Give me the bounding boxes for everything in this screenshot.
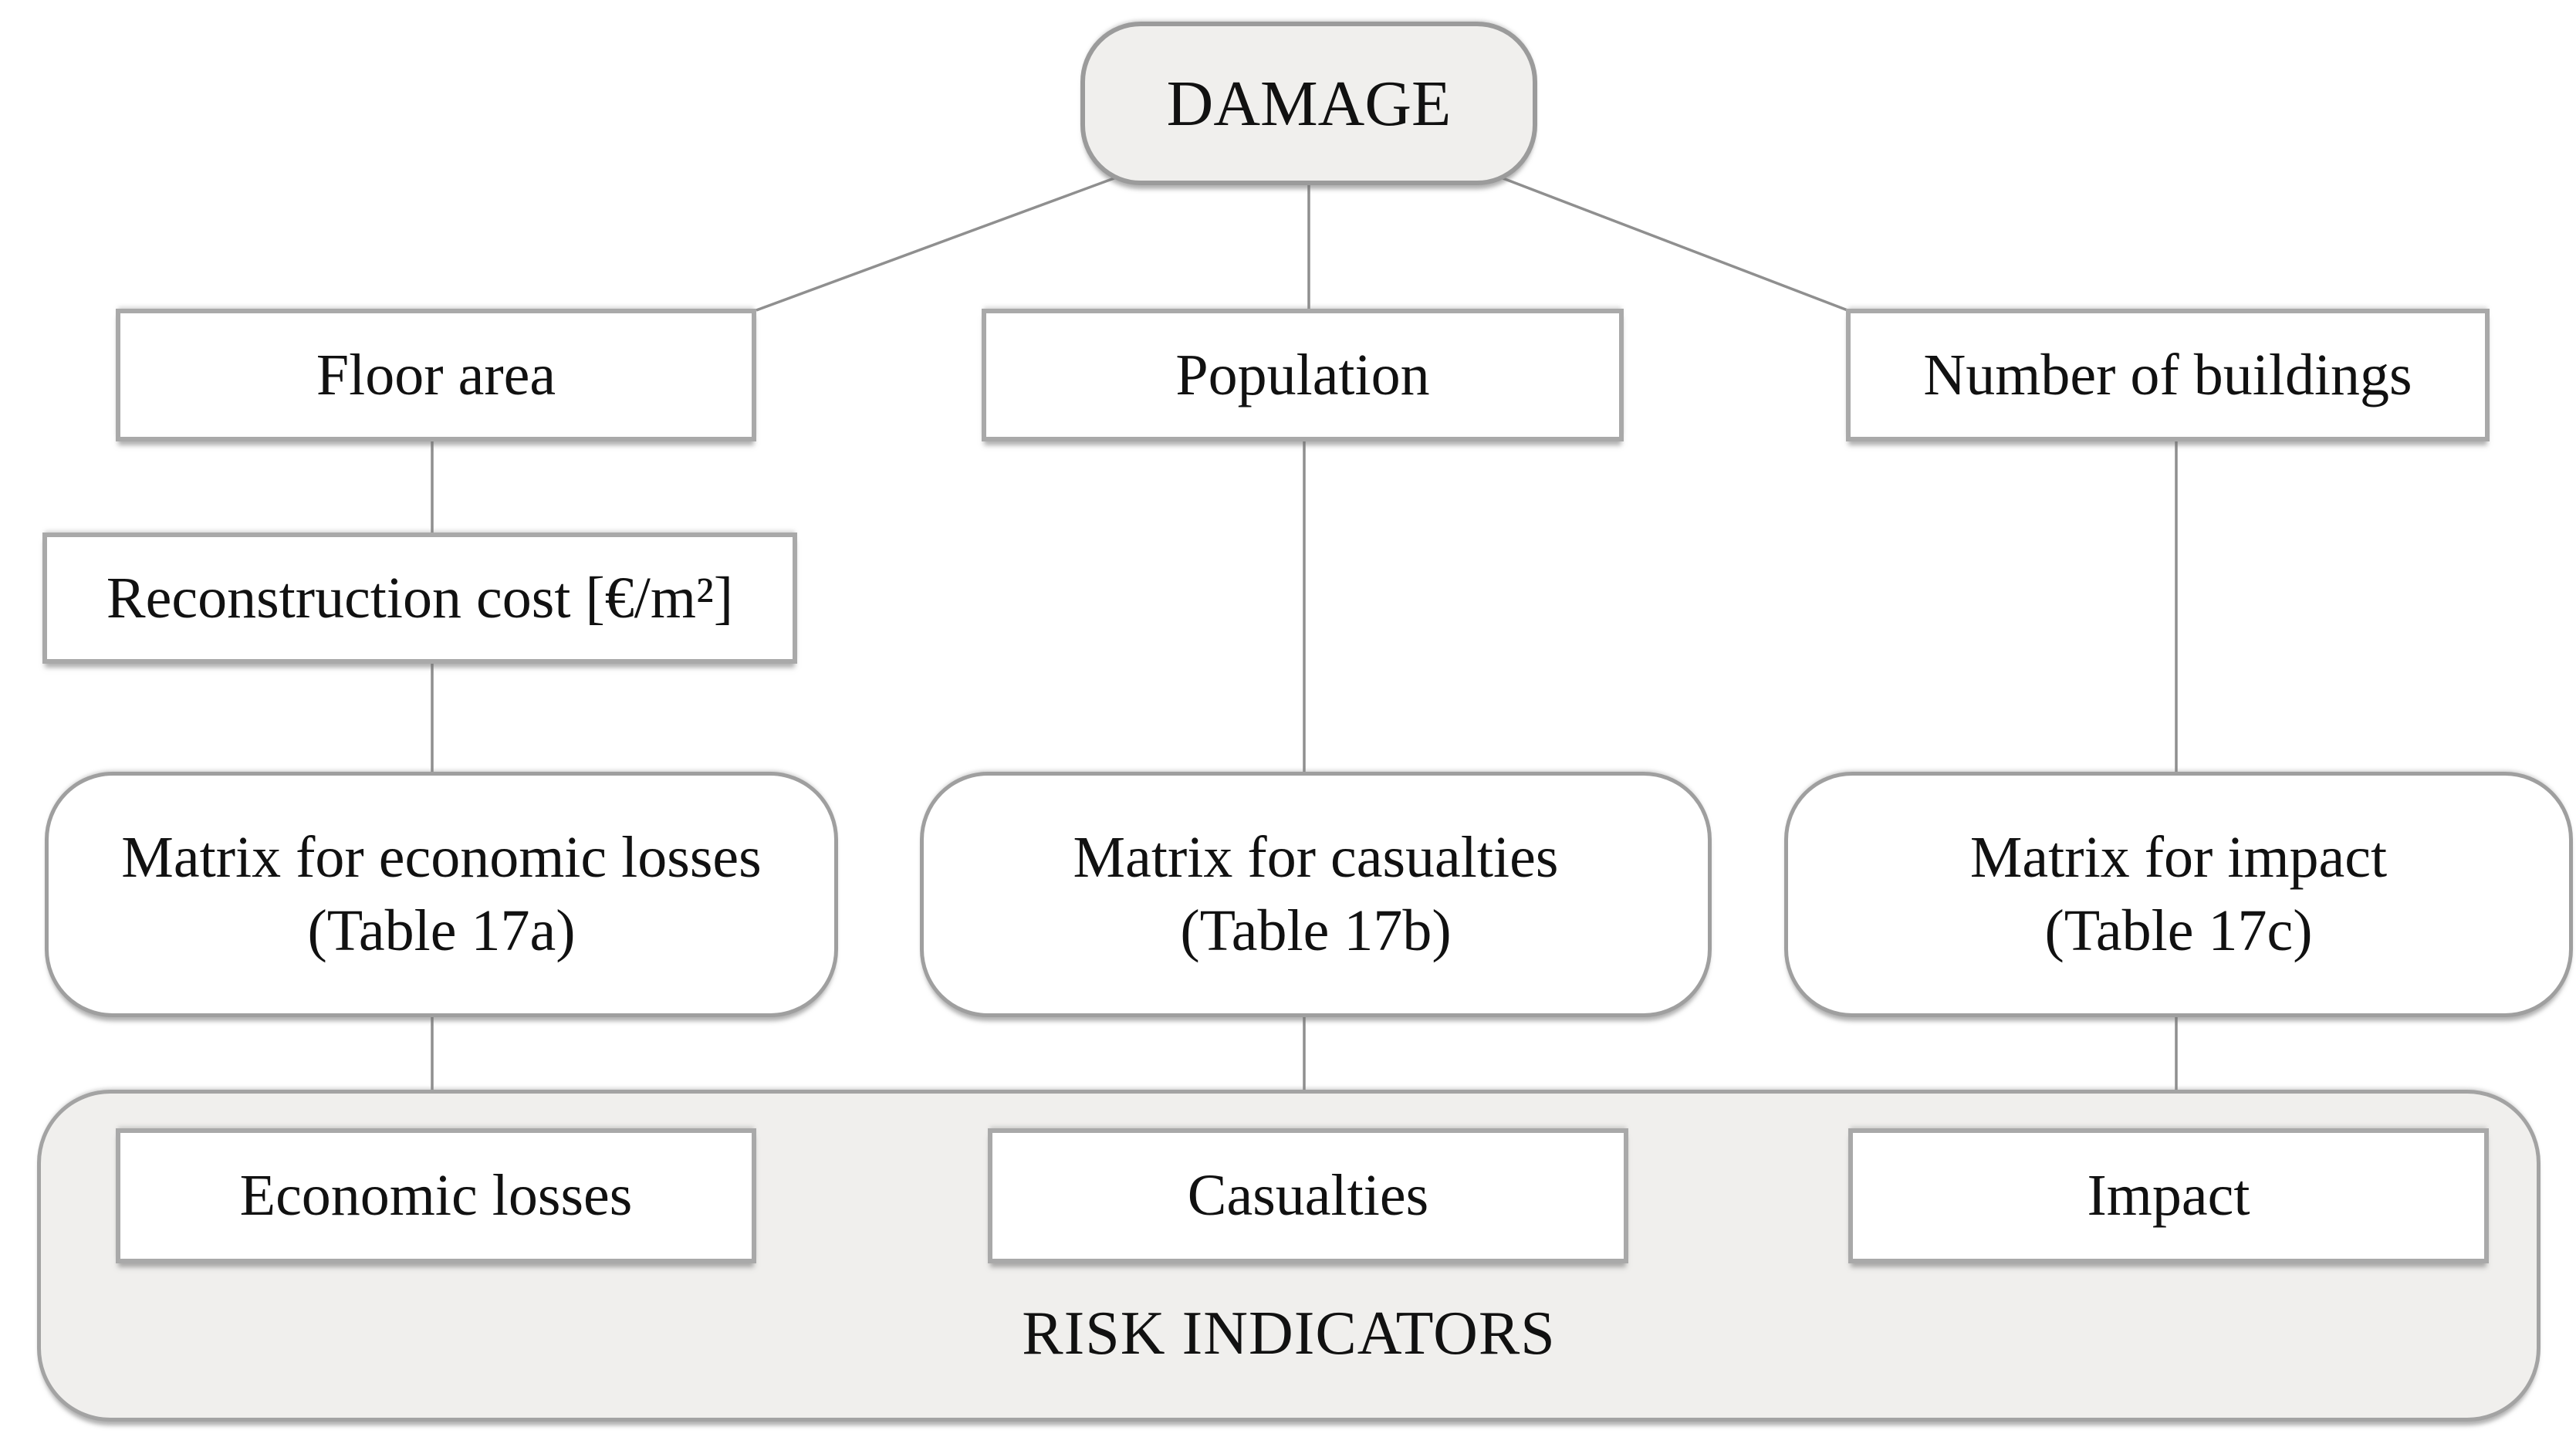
number-of-buildings-label: Number of buildings: [1923, 342, 2412, 407]
economic-losses-node: Economic losses: [116, 1128, 756, 1263]
floor-area-node: Floor area: [116, 309, 756, 441]
matrix-impact-node: Matrix for impact (Table 17c): [1784, 772, 2573, 1017]
matrix-economic-losses-node: Matrix for economic losses (Table 17a): [45, 772, 838, 1017]
matrix-impact-label: Matrix for impact: [1969, 825, 2388, 890]
economic-losses-label: Economic losses: [239, 1163, 633, 1228]
population-node: Population: [982, 309, 1624, 441]
reconstruction-cost-label: Reconstruction cost [€/m²]: [106, 565, 734, 631]
matrix-casualties-table-ref: (Table 17b): [1180, 898, 1452, 963]
damage-label: DAMAGE: [1166, 67, 1452, 140]
edge-damage-floor-area: [756, 170, 1134, 312]
casualties-node: Casualties: [988, 1128, 1628, 1263]
matrix-impact-table-ref: (Table 17c): [2044, 898, 2313, 963]
damage-node: DAMAGE: [1080, 22, 1537, 185]
impact-label: Impact: [2087, 1163, 2250, 1228]
reconstruction-cost-node: Reconstruction cost [€/m²]: [42, 533, 797, 664]
matrix-economic-losses-table-ref: (Table 17a): [307, 898, 576, 963]
risk-indicators-title: RISK INDICATORS: [1022, 1300, 1556, 1368]
edge-damage-buildings: [1484, 170, 1848, 312]
number-of-buildings-node: Number of buildings: [1846, 309, 2490, 441]
population-label: Population: [1175, 342, 1430, 407]
casualties-label: Casualties: [1187, 1163, 1429, 1228]
impact-node: Impact: [1848, 1128, 2489, 1263]
matrix-casualties-label: Matrix for casualties: [1073, 825, 1559, 890]
matrix-casualties-node: Matrix for casualties (Table 17b): [920, 772, 1712, 1017]
floor-area-label: Floor area: [316, 342, 556, 407]
matrix-economic-losses-label: Matrix for economic losses: [121, 825, 762, 890]
